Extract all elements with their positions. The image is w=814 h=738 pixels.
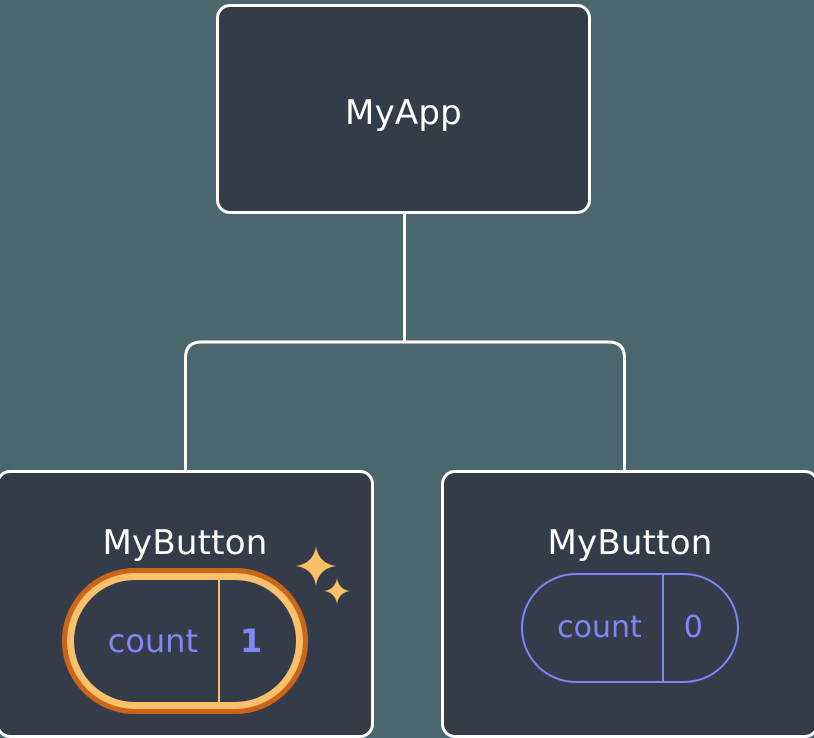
node-child-left-title: MyButton	[102, 523, 268, 563]
state-value-label: 0	[683, 610, 703, 645]
node-child-right-title: MyButton	[547, 523, 713, 563]
state-key-label: count	[557, 610, 642, 645]
sparkle-icon	[324, 578, 351, 604]
state-pill-divider	[218, 580, 220, 702]
state-pill-highlighted[interactable]: count 1	[61, 546, 351, 714]
node-child-mybutton-left[interactable]: MyButton count 1	[0, 470, 374, 738]
connector-rail	[184, 340, 626, 470]
state-value-label: 1	[240, 622, 263, 660]
state-pill-divider	[661, 575, 664, 681]
node-root-title: MyApp	[345, 93, 462, 133]
state-pill-wrap-left: count 1	[0, 546, 371, 714]
state-key-label: count	[107, 622, 198, 660]
node-child-mybutton-right[interactable]: MyButton count 0	[441, 470, 814, 738]
state-pill-plain[interactable]: count 0	[521, 573, 739, 683]
state-pill-wrap-right: count 0	[444, 573, 814, 683]
node-root-myapp[interactable]: MyApp	[216, 4, 591, 214]
